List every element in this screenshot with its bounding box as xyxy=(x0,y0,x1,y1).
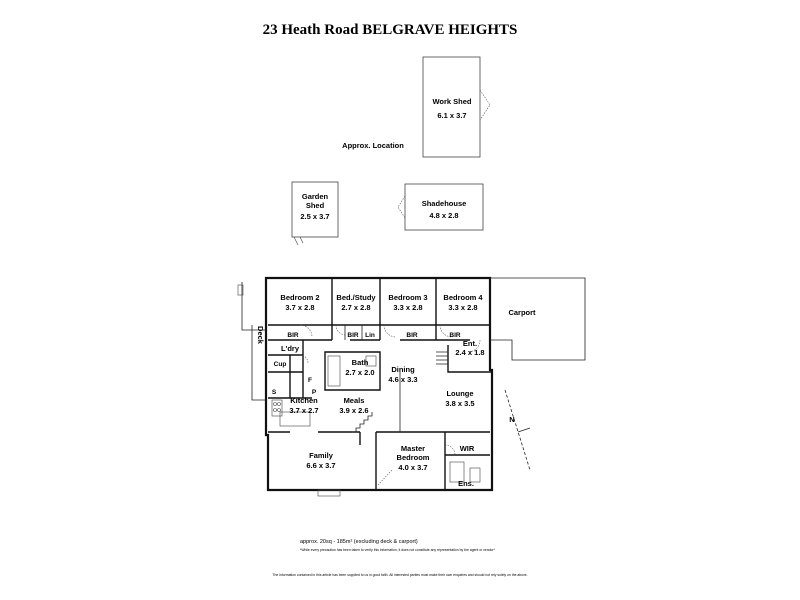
lounge-label: Lounge xyxy=(446,389,473,398)
family-label: Family xyxy=(309,451,334,460)
bedroom4-label: Bedroom 4 xyxy=(443,293,483,302)
garden-shed: Garden Shed 2.5 x 3.7 xyxy=(291,181,339,246)
house-walls xyxy=(237,276,586,492)
disclaimer-footer: The information contained in this articl… xyxy=(272,573,527,577)
bedroom3-size: 3.3 x 2.8 xyxy=(393,303,422,312)
kitchen-label: Kitchen xyxy=(290,396,318,405)
area-note: approx. 20sq - 185m² (excluding deck & c… xyxy=(300,539,418,545)
master-bedroom-label-2: Bedroom xyxy=(397,453,430,462)
bir-label-bedroom2: BIR xyxy=(287,332,299,339)
wir-label: WIR xyxy=(460,444,475,453)
garden-shed-label-1: Garden xyxy=(302,192,329,201)
shadehouse: Shadehouse 4.8 x 2.8 xyxy=(397,183,484,231)
bed-study-size: 2.7 x 2.8 xyxy=(341,303,370,312)
bath-size: 2.7 x 2.0 xyxy=(345,368,374,377)
bir-label-bedroom3: BIR xyxy=(406,332,418,339)
master-bedroom-size: 4.0 x 3.7 xyxy=(398,463,427,472)
lin-label: Lin xyxy=(365,332,375,339)
bedroom2-label: Bedroom 2 xyxy=(280,293,319,302)
garden-shed-label-2: Shed xyxy=(306,201,325,210)
bir-label-study: BIR xyxy=(347,332,359,339)
deck-label: Deck xyxy=(256,326,265,345)
bedroom2-size: 3.7 x 2.8 xyxy=(285,303,314,312)
fridge-label: F xyxy=(308,377,312,384)
approx-location-label: Approx. Location xyxy=(342,141,404,150)
pantry-label: P xyxy=(312,389,317,396)
bath-label: Bath xyxy=(352,358,369,367)
carport-label: Carport xyxy=(508,308,536,317)
meals-label: Meals xyxy=(344,396,365,405)
disclaimer-agent: *While every precaution has been taken t… xyxy=(300,548,496,552)
north-arrow: N xyxy=(504,389,531,471)
stove-label: S xyxy=(272,389,277,396)
meals-size: 3.9 x 2.6 xyxy=(339,406,368,415)
plan-title: 23 Heath Road BELGRAVE HEIGHTS xyxy=(263,22,518,38)
shadehouse-size: 4.8 x 2.8 xyxy=(429,211,458,220)
cupboard-label: Cup xyxy=(274,361,287,368)
bir-label-bedroom4: BIR xyxy=(449,332,461,339)
master-bedroom-label-1: Master xyxy=(401,444,425,453)
house-fixtures xyxy=(271,324,481,497)
entry-label: Ent. xyxy=(463,339,477,348)
laundry-label: L'dry xyxy=(281,344,300,353)
family-size: 6.6 x 3.7 xyxy=(306,461,335,470)
work-shed: Work Shed 6.1 x 3.7 xyxy=(422,56,491,158)
bedroom4-size: 3.3 x 2.8 xyxy=(448,303,477,312)
dining-label: Dining xyxy=(391,365,415,374)
work-shed-size: 6.1 x 3.7 xyxy=(437,111,466,120)
dining-size: 4.6 x 3.3 xyxy=(388,375,417,384)
work-shed-label: Work Shed xyxy=(432,97,471,106)
north-label: N xyxy=(509,415,514,424)
shadehouse-label: Shadehouse xyxy=(422,199,467,208)
garden-shed-size: 2.5 x 3.7 xyxy=(300,212,329,221)
lounge-size: 3.8 x 3.5 xyxy=(445,399,474,408)
ensuite-label: Ens. xyxy=(458,479,474,488)
bedroom3-label: Bedroom 3 xyxy=(388,293,427,302)
kitchen-size: 3.7 x 2.7 xyxy=(289,406,318,415)
bed-study-label: Bed./Study xyxy=(336,293,376,302)
entry-size: 2.4 x 1.8 xyxy=(455,348,484,357)
